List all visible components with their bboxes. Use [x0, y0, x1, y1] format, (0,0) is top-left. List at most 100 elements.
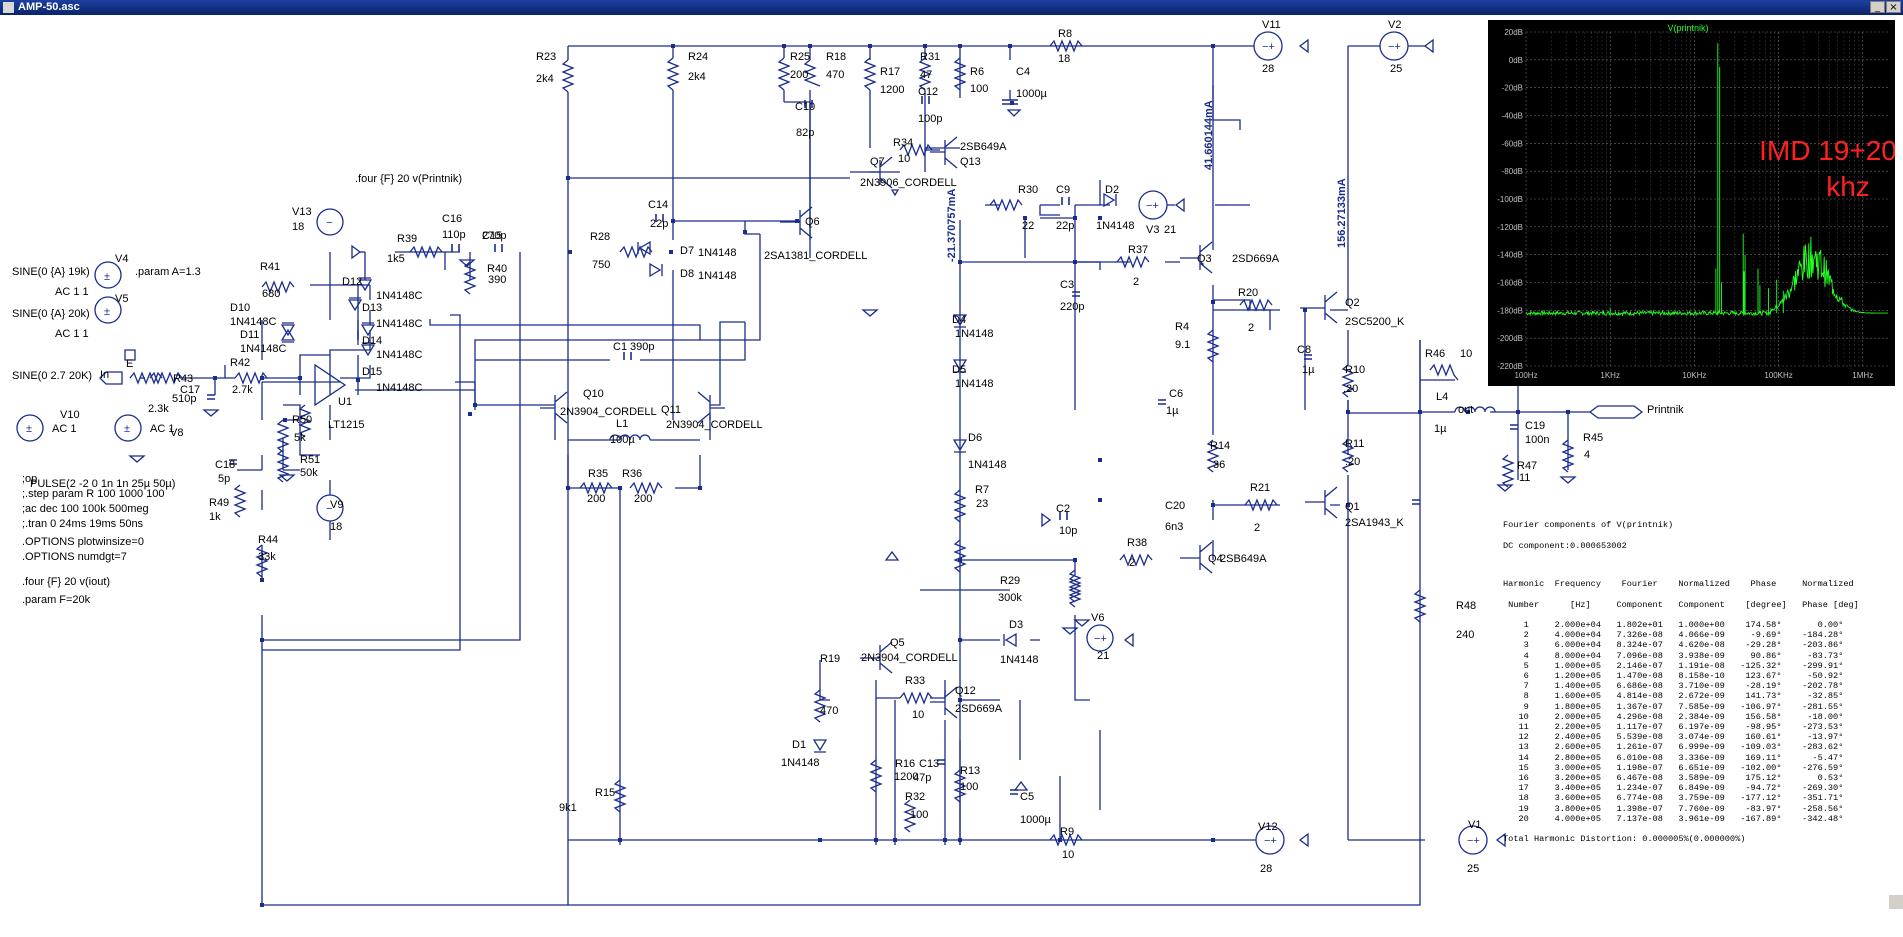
component-label[interactable]: Q13 [960, 156, 981, 168]
component-label[interactable]: R43 [173, 373, 193, 385]
component-label[interactable]: R7 [975, 484, 989, 496]
component-label[interactable]: 10 [1062, 849, 1074, 861]
component-label[interactable]: 2SC5200_K [1345, 316, 1405, 328]
component-label[interactable]: R31 [920, 51, 940, 63]
component-label[interactable]: D8 [680, 268, 694, 280]
component-label[interactable]: 2N3906_CORDELL [860, 177, 957, 189]
component-label[interactable]: Q12 [955, 685, 976, 697]
component-label[interactable]: 100p [918, 113, 942, 125]
component-label[interactable]: 2.3k [148, 403, 169, 415]
component-label[interactable]: R33 [905, 675, 925, 687]
component-label[interactable]: V8 [170, 427, 183, 439]
component-label[interactable]: R11 [1345, 438, 1364, 450]
component-label[interactable]: 2SB649A [1220, 553, 1267, 565]
component-label[interactable]: R40 [487, 263, 507, 275]
component-label[interactable]: R14 [1210, 440, 1230, 452]
directive-param-a[interactable]: .param A=1.3 [135, 266, 201, 278]
component-label[interactable]: R13 [960, 765, 980, 777]
component-label[interactable]: V9 [330, 499, 343, 511]
component-label[interactable]: 18 [330, 521, 342, 533]
component-label[interactable]: Q11 [661, 404, 681, 416]
component-label[interactable]: Q5 [890, 637, 905, 649]
component-label[interactable]: 1N4148C [240, 343, 287, 355]
component-label[interactable]: V4 [115, 253, 128, 265]
component-label[interactable]: 1N4148C [376, 318, 423, 330]
component-label[interactable]: .20 [1343, 383, 1358, 395]
component-label[interactable]: 50k [300, 467, 318, 479]
component-label[interactable]: 2SB649A [960, 141, 1007, 153]
component-label[interactable]: 680 [262, 288, 280, 300]
component-label[interactable]: R51 [300, 454, 320, 466]
component-label[interactable]: R18 [826, 51, 846, 63]
directive-four-out[interactable]: .four {F} 20 v(iout) [22, 576, 110, 588]
component-label[interactable]: 47 [920, 69, 932, 81]
component-label[interactable]: 2SA1943_K [1345, 517, 1404, 529]
component-label[interactable]: R38 [1127, 537, 1147, 549]
close-button[interactable]: × [1886, 1, 1901, 13]
component-label[interactable]: 1200 [894, 771, 918, 783]
component-label[interactable]: R36 [622, 468, 642, 480]
component-label[interactable]: C3 [1060, 279, 1074, 291]
component-label[interactable]: V1 [1468, 819, 1481, 831]
component-label[interactable]: 200 [634, 493, 652, 505]
component-label[interactable]: 2N3904_CORDELL [560, 406, 657, 418]
component-label[interactable]: R46 [1425, 348, 1445, 360]
component-label[interactable]: R24 [688, 51, 708, 63]
component-label[interactable]: 82p [796, 127, 814, 139]
component-label[interactable]: R39 [397, 233, 417, 245]
component-label[interactable]: 390p [630, 341, 654, 353]
scrollbar-corner[interactable] [1889, 895, 1903, 909]
component-label[interactable]: R50 [292, 414, 312, 426]
component-label[interactable]: 200 [587, 493, 605, 505]
component-label[interactable]: R30 [1018, 184, 1038, 196]
component-label[interactable]: 2 [1129, 557, 1135, 569]
component-label[interactable]: 5p [218, 473, 230, 485]
component-label[interactable]: 4 [1584, 449, 1590, 461]
component-label[interactable]: V2 [1388, 19, 1401, 31]
component-label[interactable]: R9 [1060, 826, 1074, 838]
component-label[interactable]: 1N4148 [968, 459, 1007, 471]
component-label[interactable]: 1µ [1302, 364, 1315, 376]
component-label[interactable]: Q1 [1345, 501, 1360, 513]
component-label[interactable]: 1N4148 [955, 378, 994, 390]
component-label[interactable]: D2 [1105, 184, 1119, 196]
component-label[interactable]: Q3 [1197, 253, 1212, 265]
component-label[interactable]: 2 [1133, 276, 1139, 288]
component-label[interactable]: 23 [976, 498, 988, 510]
component-label[interactable]: C15 [482, 230, 502, 242]
component-label[interactable]: 100n [1525, 434, 1549, 446]
component-label[interactable]: Q6 [805, 216, 820, 228]
component-label[interactable]: D1 [792, 739, 806, 751]
component-label[interactable]: 100 [910, 809, 928, 821]
component-label[interactable]: 9.1 [1175, 339, 1190, 351]
source-v4-line1[interactable]: SINE(0 {A} 19k) [12, 266, 90, 278]
component-label[interactable]: Q10 [583, 388, 604, 400]
component-label[interactable]: C5 [1020, 791, 1034, 803]
component-label[interactable]: R42 [230, 357, 250, 369]
component-label[interactable]: 200 [790, 69, 808, 81]
component-label[interactable]: 10 [898, 153, 910, 165]
component-label[interactable]: D5 [952, 364, 966, 376]
component-label[interactable]: L1 [616, 418, 628, 430]
component-label[interactable]: R25 [790, 51, 810, 63]
component-label[interactable]: R17 [880, 66, 900, 78]
source-in-line[interactable]: SINE(0 2.7 20K) [12, 370, 92, 382]
component-label[interactable]: R47 [1517, 460, 1537, 472]
component-label[interactable]: V13 [292, 206, 312, 218]
component-label[interactable]: 2k4 [536, 73, 554, 85]
component-label[interactable]: 1µ [1166, 405, 1179, 417]
component-label[interactable]: 390 [488, 274, 506, 286]
component-label[interactable]: 470 [826, 69, 844, 81]
directive-param-f[interactable]: .param F=20k [22, 594, 91, 606]
component-label[interactable]: 2 [1248, 322, 1254, 334]
component-label[interactable]: R23 [536, 51, 556, 63]
directive-tran[interactable]: ;.tran 0 24ms 19ms 50ns [22, 518, 144, 530]
component-label[interactable]: 100µ [610, 434, 635, 446]
component-label[interactable]: 2 [1254, 522, 1260, 534]
component-label[interactable]: 22p [1056, 220, 1074, 232]
component-label[interactable]: R20 [1238, 287, 1258, 299]
source-pulse[interactable]: PULSE(2 -2 0 1n 1n 25µ 50µ) [30, 478, 175, 490]
component-label[interactable]: D6 [968, 432, 982, 444]
source-v5-line1[interactable]: SINE(0 {A} 20k) [12, 308, 90, 320]
